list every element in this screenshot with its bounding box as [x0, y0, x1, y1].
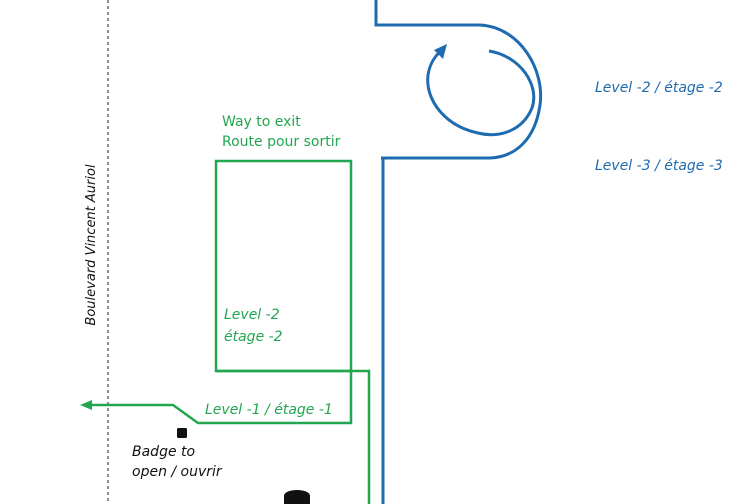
- blue-ramp-route: [374, 0, 543, 504]
- level-minus1-label: Level -1 / étage -1: [205, 402, 333, 418]
- ramp-arrow-icon: [434, 44, 447, 59]
- blue-level-minus2-label: Level -2 / étage -2: [595, 80, 723, 96]
- badge-label-line2: open / ouvrir: [132, 464, 222, 480]
- street-label: Boulevard Vincent Auriol: [84, 164, 99, 326]
- badge-reader-icon: [177, 428, 187, 438]
- exit-arrow-icon: [80, 400, 92, 410]
- barrier-icon: [284, 490, 310, 504]
- green-exit-route: [88, 159, 371, 504]
- blue-level-minus3-label: Level -3 / étage -3: [595, 158, 723, 174]
- way-to-exit-fr: Route pour sortir: [222, 134, 341, 150]
- way-to-exit-en: Way to exit: [222, 114, 301, 130]
- level-minus2-fr: étage -2: [224, 329, 283, 345]
- level-minus2-en: Level -2: [224, 307, 280, 323]
- badge-label-line1: Badge to: [132, 444, 196, 460]
